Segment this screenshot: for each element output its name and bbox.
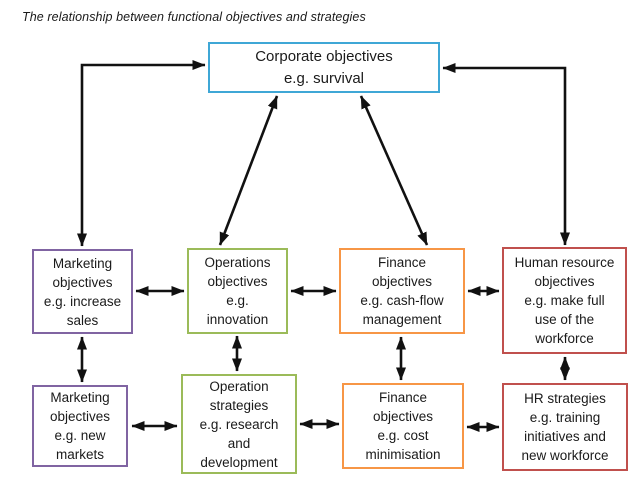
operations-strategies-label: Operation strategies e.g. research and d… [199, 378, 279, 470]
hr-objectives-box: Human resource objectives e.g. make full… [502, 247, 627, 354]
connector-finance-corporate [359, 95, 429, 246]
finance-strategies-label: Finance objectives e.g. cost minimisatio… [365, 390, 441, 462]
operations-objectives-label: Operations objectives e.g. innovation [204, 255, 271, 327]
finance-strategies-box: Finance objectives e.g. cost minimisatio… [342, 383, 464, 469]
corporate-objectives-box: Corporate objectives e.g. survival [208, 42, 440, 93]
operations-objectives-box: Operations objectives e.g. innovation [187, 248, 288, 334]
page-title: The relationship between functional obje… [22, 10, 366, 24]
connector-marketing-corporate-elbow [77, 60, 206, 247]
hr-objectives-label: Human resource objectives e.g. make full… [514, 255, 615, 346]
finance-objectives-box: Finance objectives e.g. cash-flow manage… [339, 248, 465, 334]
operations-strategies-box: Operation strategies e.g. research and d… [181, 374, 297, 474]
marketing-strategies-box: Marketing objectives e.g. new markets [32, 385, 128, 467]
marketing-strategies-label: Marketing objectives e.g. new markets [49, 390, 111, 462]
marketing-objectives-label: Marketing objectives e.g. increase sales [43, 255, 122, 328]
hr-strategies-box: HR strategies e.g. training initiatives … [502, 383, 628, 471]
corporate-objectives-label: Corporate objectives e.g. survival [255, 47, 393, 87]
connector-operations-corporate [218, 95, 279, 246]
marketing-objectives-box: Marketing objectives e.g. increase sales [32, 249, 133, 334]
finance-objectives-label: Finance objectives e.g. cash-flow manage… [360, 255, 444, 327]
hr-strategies-label: HR strategies e.g. training initiatives … [521, 391, 609, 463]
connector-hr-corporate-elbow [442, 63, 570, 246]
